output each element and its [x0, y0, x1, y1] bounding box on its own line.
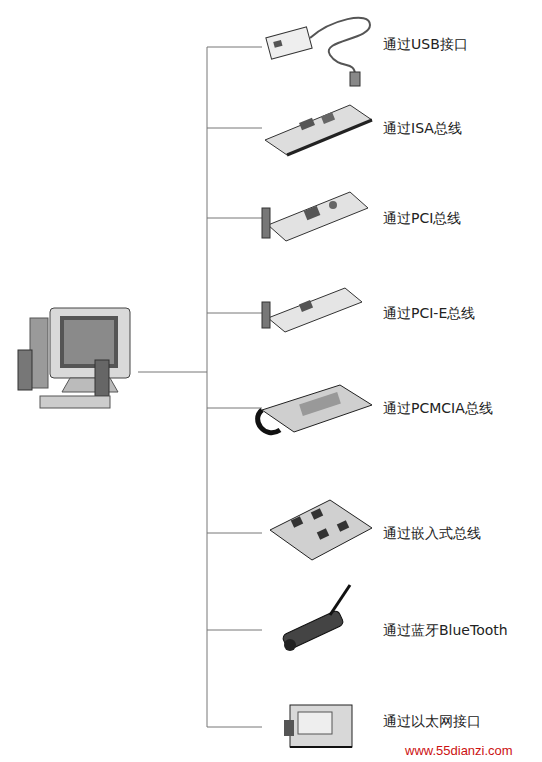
- interface-label: 通过PCI-E总线: [383, 304, 475, 322]
- pcie-card-picture: [262, 288, 362, 332]
- interface-label: 通过蓝牙BlueTooth: [383, 621, 508, 639]
- pcmcia-card-picture: [258, 385, 372, 433]
- watermark: www.55dianzi.com: [405, 742, 513, 760]
- usb-adapter-picture: [266, 18, 370, 86]
- embedded-board-picture: [270, 500, 372, 560]
- ethernet-adapter-picture: [284, 705, 352, 747]
- interface-label: 通过嵌入式总线: [383, 524, 481, 542]
- bluetooth-adapter-picture: [282, 585, 350, 651]
- interface-label: 通过以太网接口: [383, 712, 481, 730]
- pci-card-picture: [262, 192, 368, 241]
- interface-label: 通过PCI总线: [383, 209, 461, 227]
- computer-picture: [18, 308, 130, 408]
- isa-card-picture: [265, 105, 372, 155]
- interface-label: 通过ISA总线: [383, 119, 462, 137]
- interface-label: 通过PCMCIA总线: [383, 399, 493, 417]
- interface-label: 通过USB接口: [383, 35, 468, 53]
- tree-lines: [138, 47, 262, 727]
